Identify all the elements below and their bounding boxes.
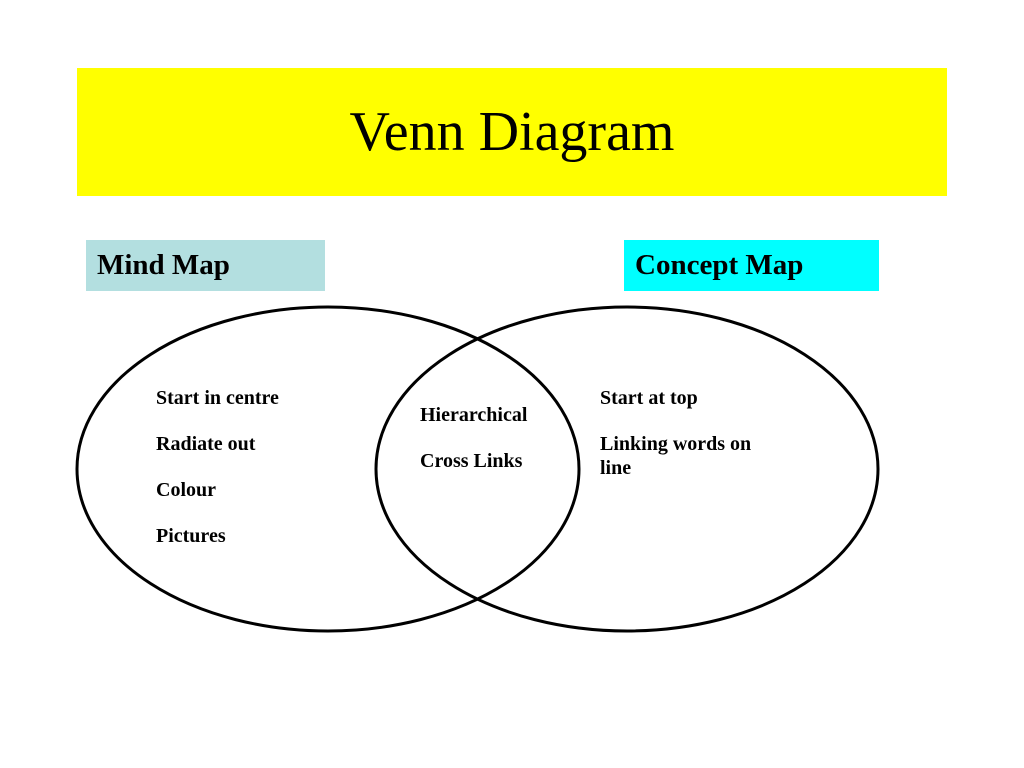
title-banner: Venn Diagram: [77, 68, 947, 196]
mind-map-label: Mind Map: [86, 240, 325, 291]
mind-map-item: Radiate out: [156, 433, 256, 455]
concept-map-item: Linking words on line: [600, 433, 752, 479]
concept-map-circle: [374, 305, 880, 633]
overlap-item: Cross Links: [420, 450, 523, 472]
mind-map-items: Start in centre Radiate out Colour Pictu…: [156, 386, 279, 570]
page-title: Venn Diagram: [349, 101, 675, 163]
mind-map-item: Start in centre: [156, 387, 279, 409]
concept-map-items: Start at top Linking words on line: [600, 386, 770, 502]
mind-map-item: Colour: [156, 479, 216, 501]
overlap-item: Hierarchical: [420, 404, 528, 426]
concept-map-label: Concept Map: [624, 240, 879, 291]
mind-map-item: Pictures: [156, 525, 226, 547]
concept-map-item: Start at top: [600, 387, 698, 409]
mind-map-circle: [75, 305, 581, 633]
overlap-items: Hierarchical Cross Links: [420, 403, 527, 495]
